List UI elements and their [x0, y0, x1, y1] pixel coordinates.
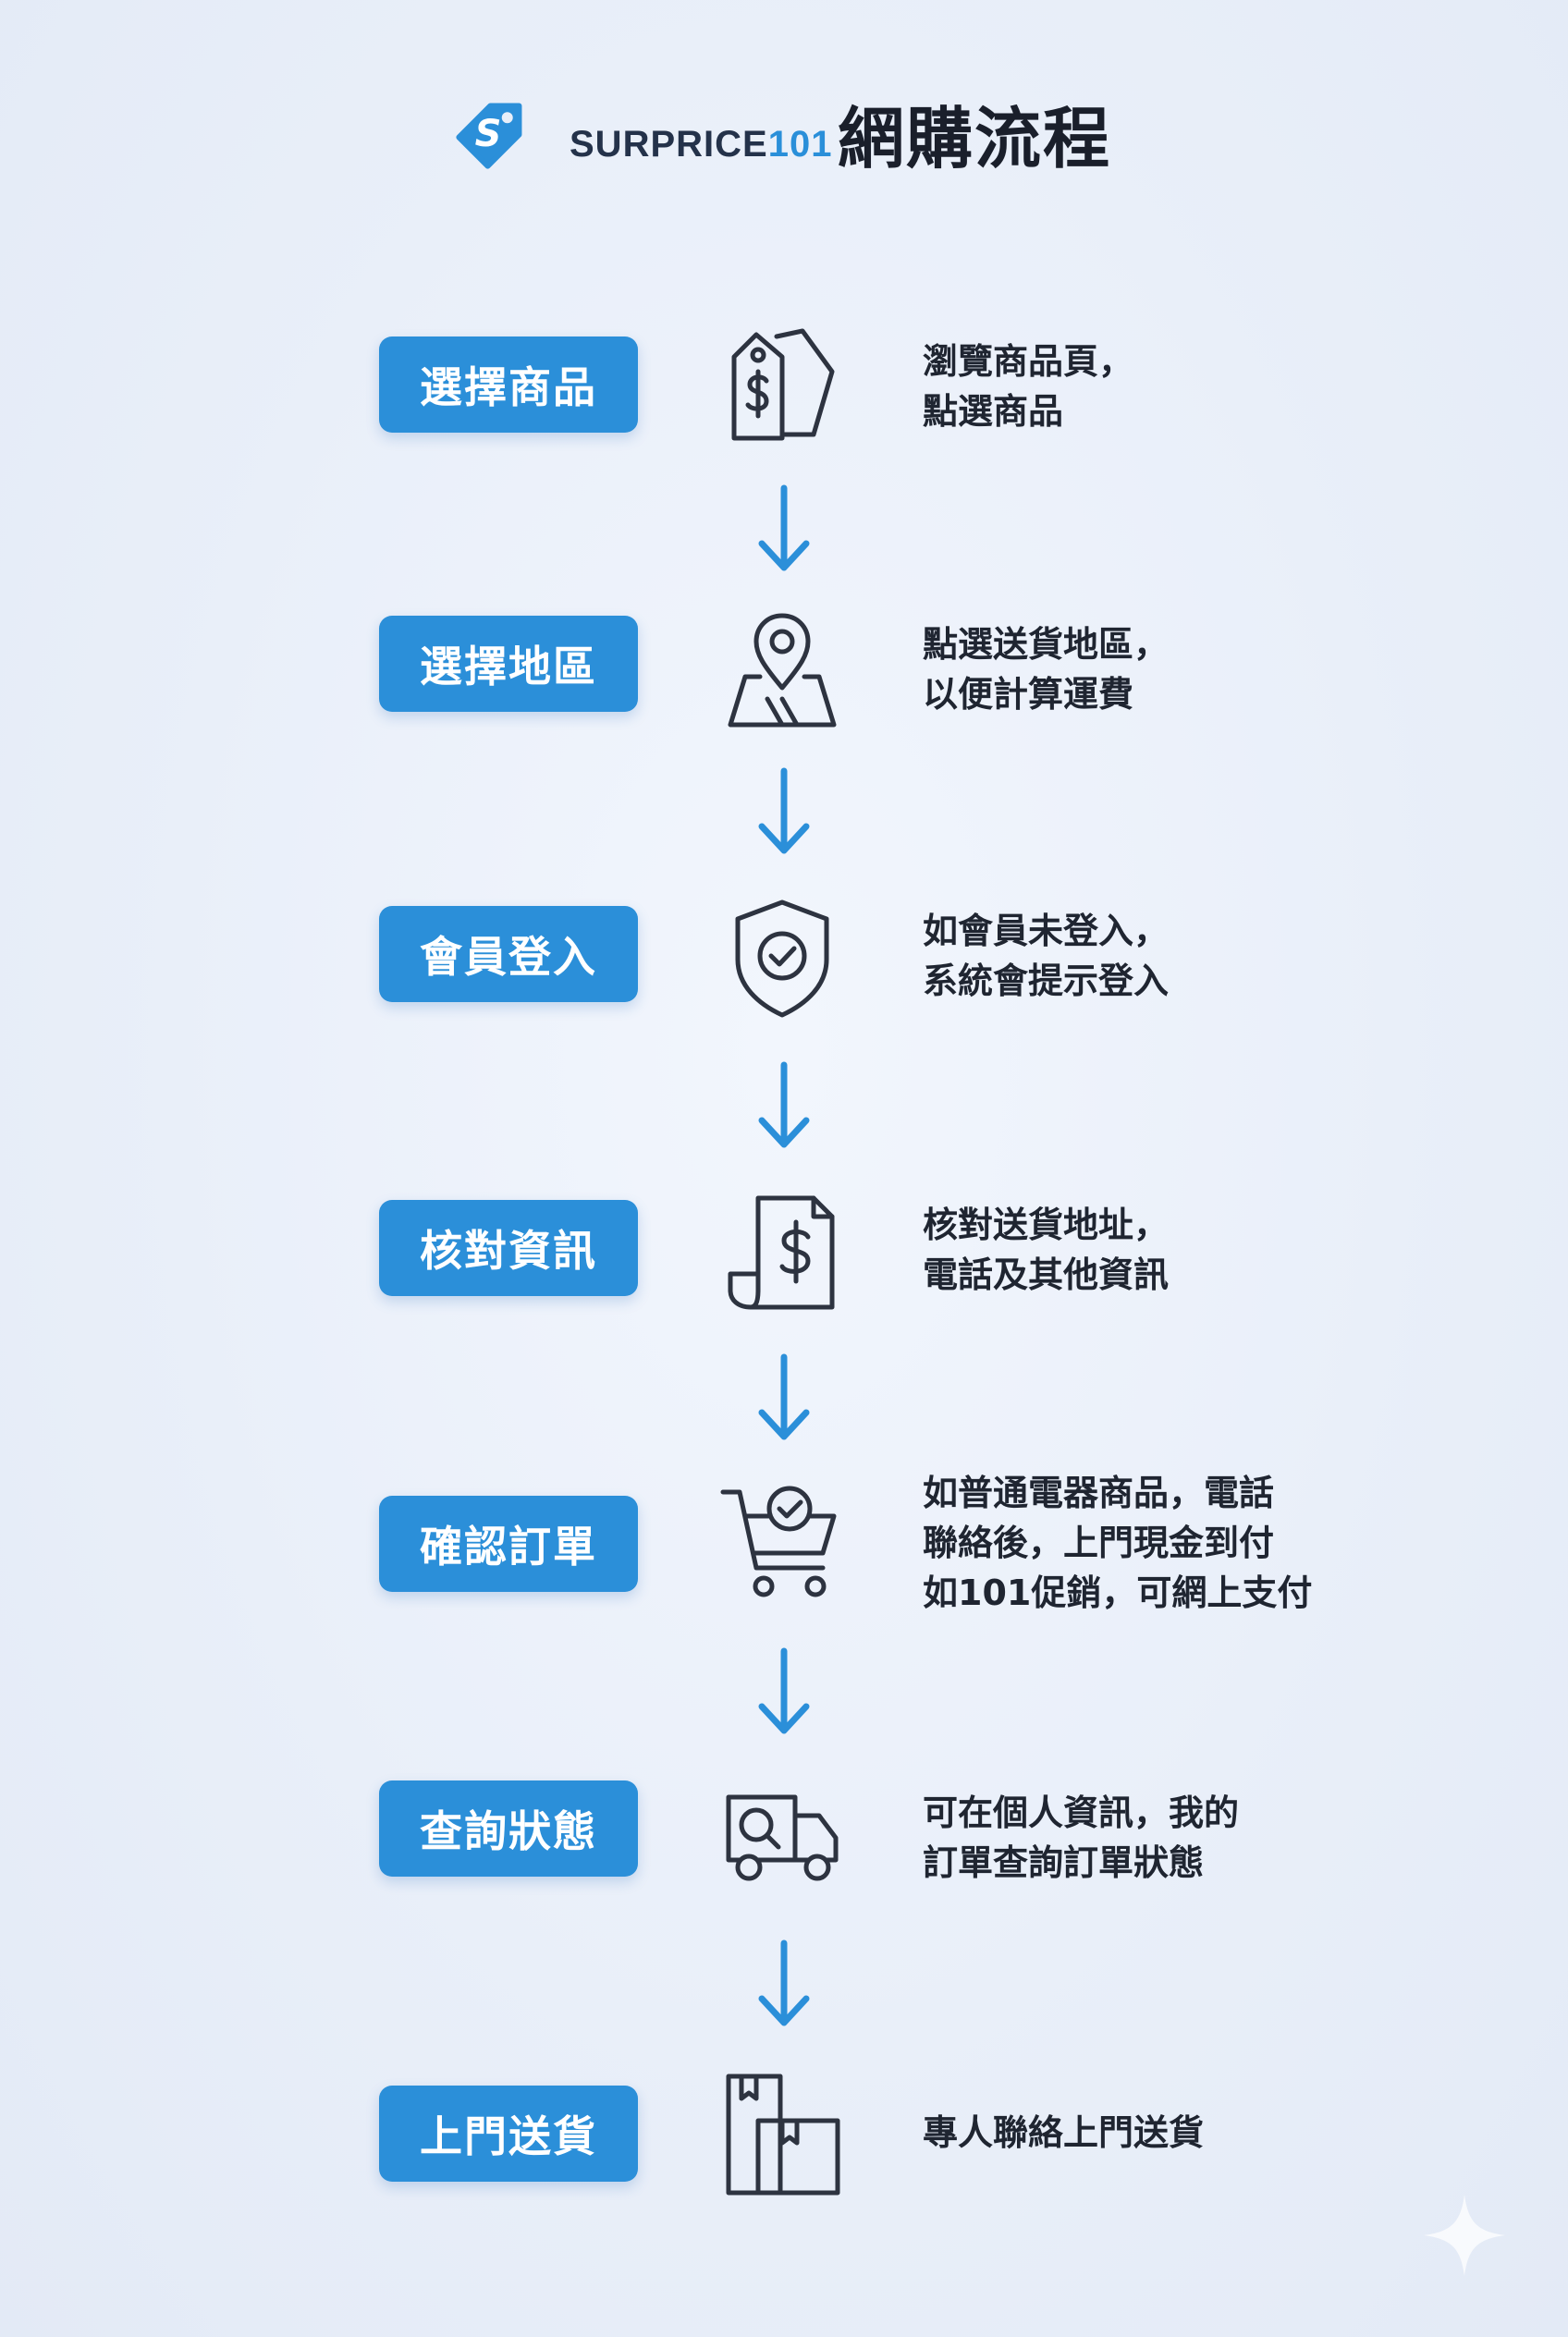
arrow-down-icon: [754, 1352, 814, 1444]
step-description: 可在個人資訊，我的訂單查詢訂單狀態: [923, 1793, 1240, 1883]
step-button-confirm-order[interactable]: 確認訂單: [379, 1496, 638, 1592]
truck-search-icon: [717, 1769, 847, 1899]
step-description: 如普通電器商品，電話聯絡後，上門現金到付如101促銷，可網上支付: [923, 1473, 1313, 1613]
arrow-down-icon: [754, 1646, 814, 1738]
step-description: 點選送貨地區，以便計算運費: [923, 624, 1170, 715]
step-button-select-product[interactable]: 選擇商品: [379, 336, 638, 433]
page-title: 網購流程: [838, 100, 1112, 177]
map-pin-icon: [717, 603, 847, 732]
receipt-dollar-icon: [717, 1185, 847, 1315]
shield-check-icon: [717, 893, 847, 1022]
step-button-home-delivery[interactable]: 上門送貨: [379, 2086, 638, 2182]
package-boxes-icon: [717, 2067, 847, 2196]
step-description: 專人聯絡上門送貨: [923, 2112, 1205, 2153]
step-button-check-status[interactable]: 查詢狀態: [379, 1780, 638, 1877]
arrow-down-icon: [754, 1938, 814, 2030]
arrow-down-icon: [754, 1059, 814, 1152]
step-button-member-login[interactable]: 會員登入: [379, 906, 638, 1002]
cart-check-icon: [717, 1479, 847, 1609]
step-description: 核對送貨地址，電話及其他資訊: [923, 1205, 1170, 1295]
price-tag-icon: [717, 320, 847, 449]
logo-letter: S: [475, 113, 502, 155]
sparkle-watermark-icon: [1420, 2191, 1509, 2280]
step-description: 如會員未登入，系統會提示登入: [923, 911, 1170, 1001]
step-button-verify-info[interactable]: 核對資訊: [379, 1200, 638, 1296]
step-button-select-region[interactable]: 選擇地區: [379, 616, 638, 712]
brand-number: 101: [767, 124, 833, 165]
logo-tag-icon: S: [444, 78, 547, 181]
arrow-down-icon: [754, 765, 814, 858]
step-description: 瀏覽商品頁，點選商品: [923, 341, 1134, 432]
arrow-down-icon: [754, 483, 814, 575]
brand-name: SURPRICE101: [570, 124, 833, 165]
page-header: S SURPRICE101 網購流程: [0, 74, 1568, 185]
